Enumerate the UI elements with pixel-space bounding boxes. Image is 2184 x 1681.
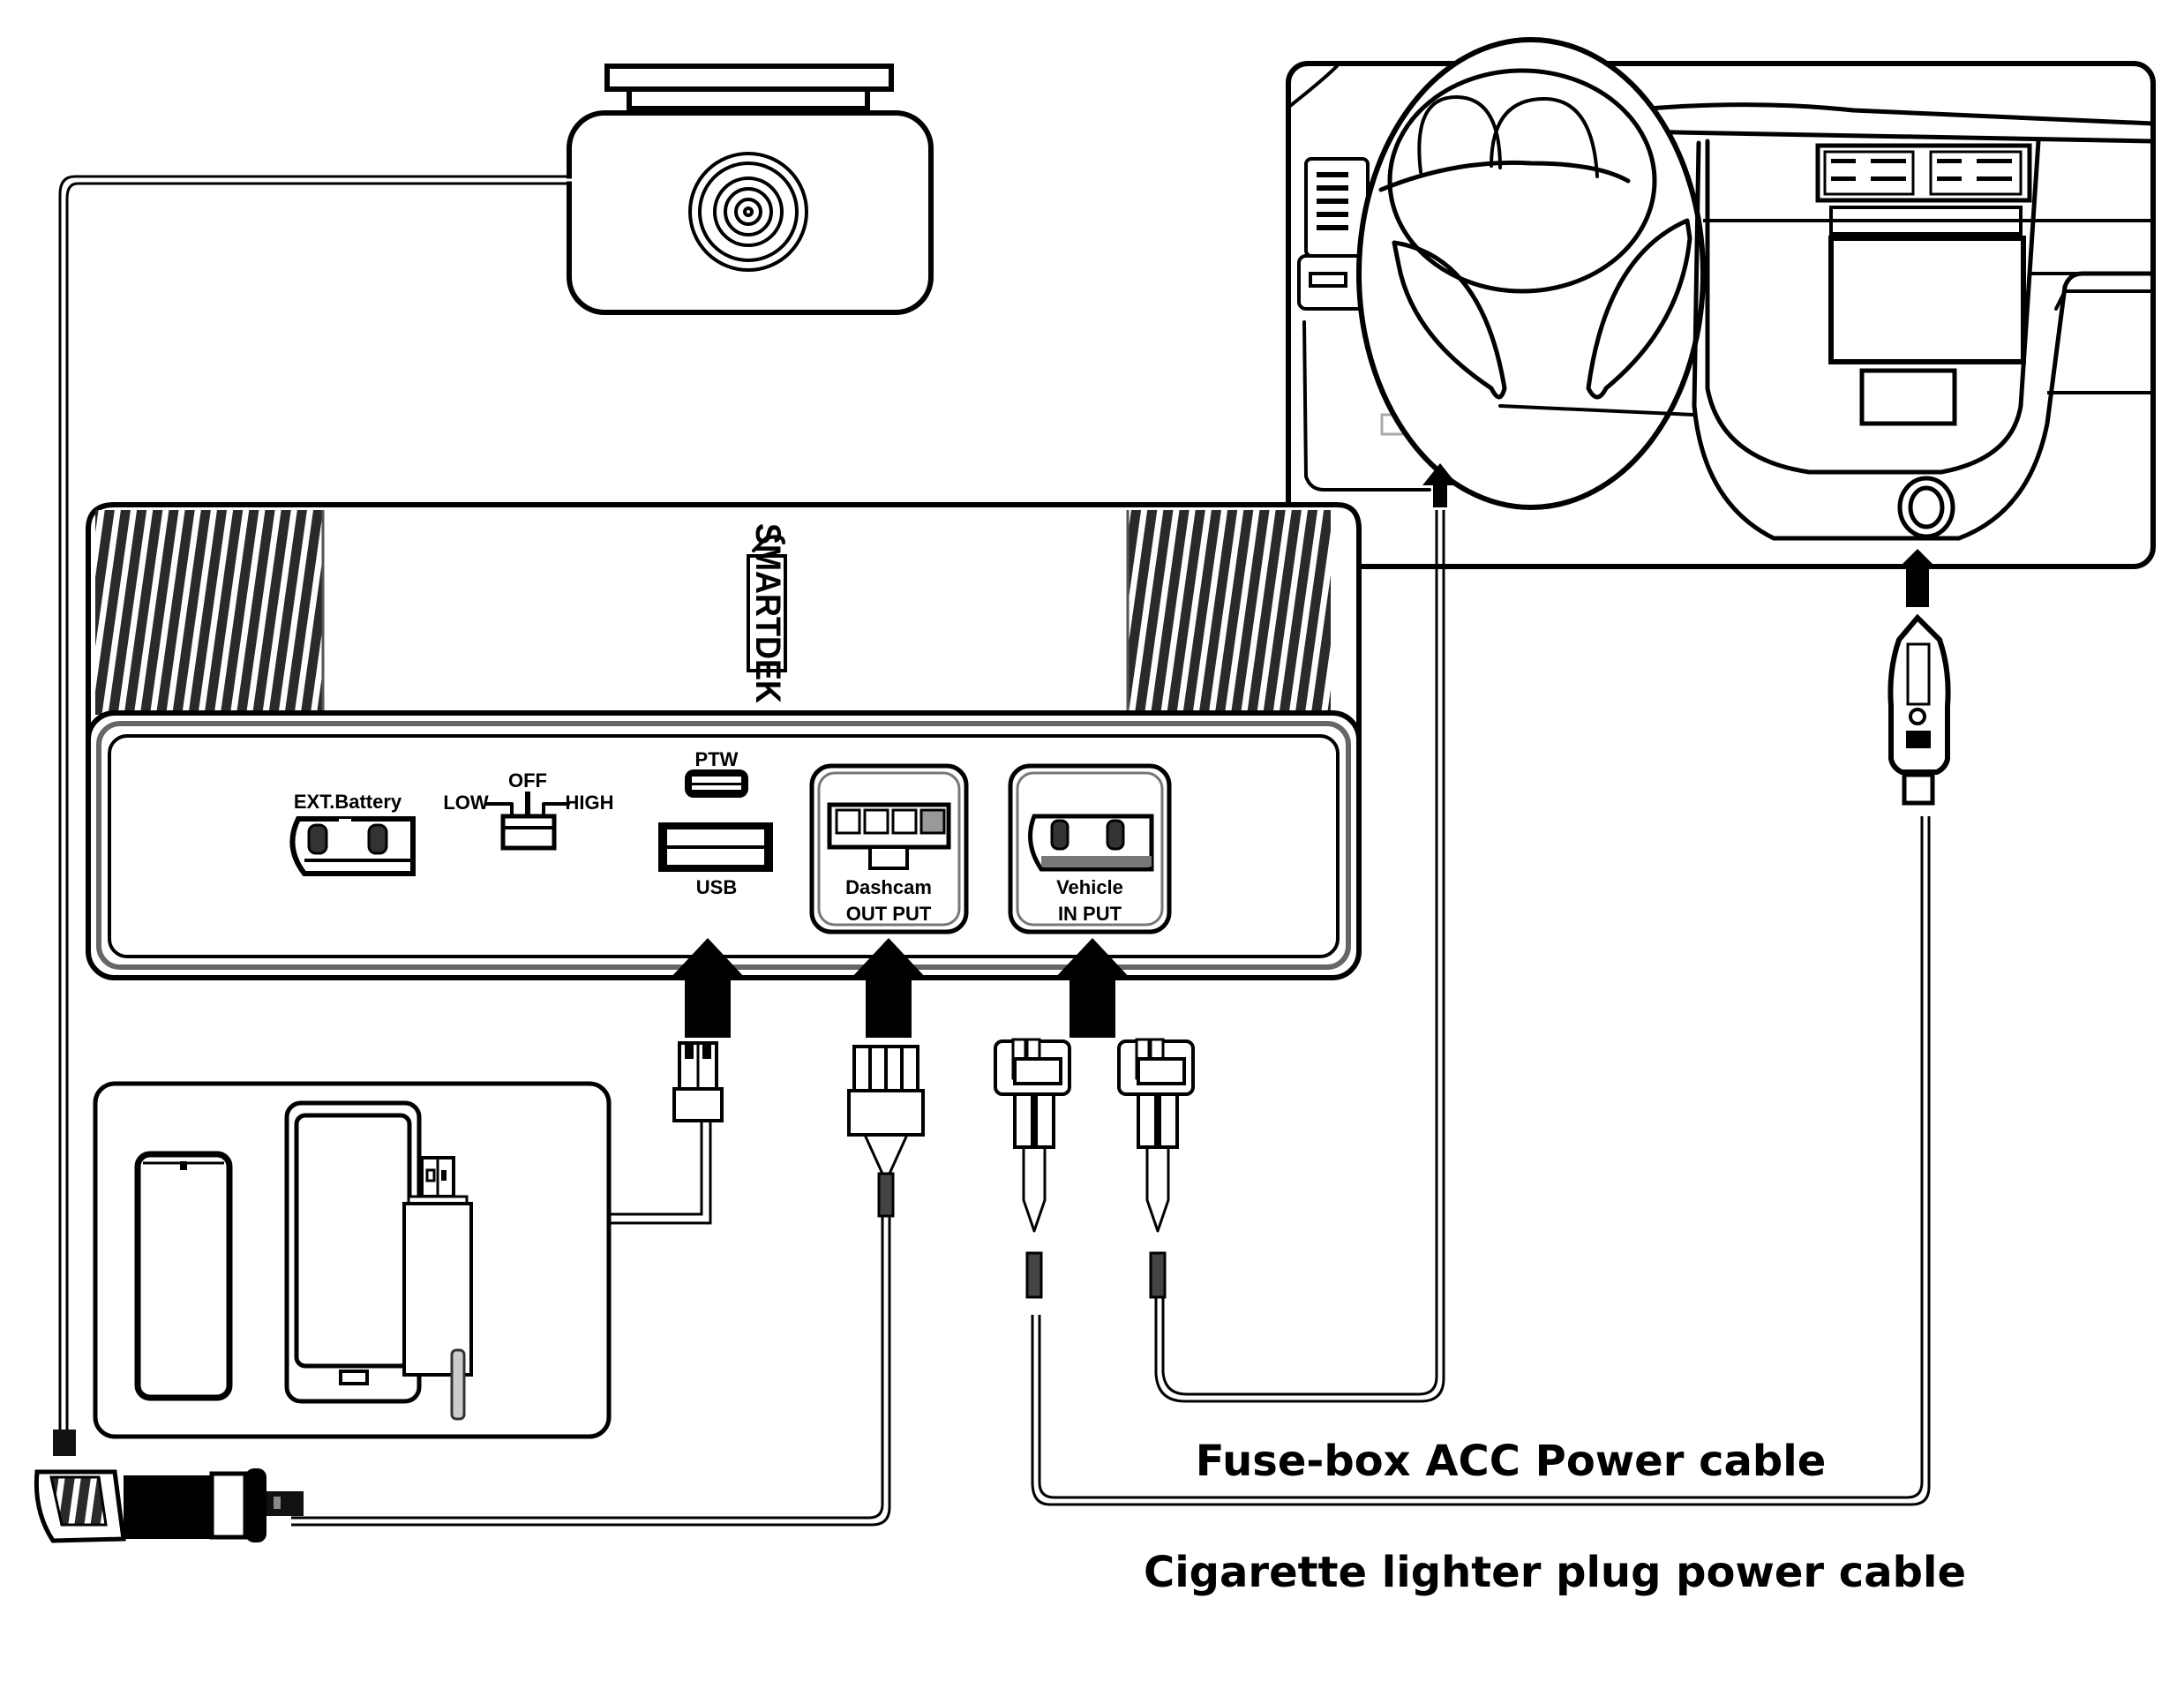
arrow-vehicle-connector <box>1054 938 1131 1038</box>
steering-wheel <box>1356 37 1706 510</box>
svg-text:PTW: PTW <box>695 748 739 770</box>
port-ext-battery: EXT.Battery <box>289 791 416 876</box>
charging-devices-panel <box>93 1081 612 1439</box>
car-lighter-socket-icon <box>1897 476 1955 539</box>
smartphone-icon <box>134 1151 233 1401</box>
svg-text:Vehicle: Vehicle <box>1056 876 1123 898</box>
device-logo: SMARTDEK <box>747 523 787 703</box>
cigarette-lighter-socket <box>34 1430 304 1543</box>
arrow-to-lighter-socket <box>1897 549 1938 607</box>
svg-text:USB: USB <box>696 876 737 898</box>
caption-cigarette-cable: Cigarette lighter plug power cable <box>1144 1548 1966 1597</box>
svg-text:HIGH: HIGH <box>566 792 614 814</box>
mode-switch[interactable]: OFF LOW HIGH <box>443 769 614 851</box>
vehicle-input-connector-fusebox <box>1117 1038 1195 1299</box>
car-dashboard <box>1286 37 2156 569</box>
caption-fusebox-cable: Fuse-box ACC Power cable <box>1196 1437 1827 1486</box>
usb-connector <box>609 1041 724 1225</box>
usb-stick-icon <box>402 1156 473 1421</box>
dashcam-cable <box>58 175 569 1438</box>
dashcam <box>567 64 934 315</box>
cigarette-plug-cable <box>1031 816 1931 1506</box>
center-screen <box>1828 236 2026 364</box>
port-usb: USB <box>658 822 773 898</box>
dashcam-mount-plate <box>604 64 894 92</box>
power-device: SMARTDEK EXT.Battery OFF LOW HIGH <box>86 502 1362 980</box>
dashcam-output-connector <box>291 1045 925 1527</box>
svg-text:SMARTDEK: SMARTDEK <box>747 523 786 703</box>
vehicle-input-connector-cigarette <box>994 1038 1071 1299</box>
arrow-to-fusebox <box>1422 463 1458 507</box>
device-grip-left <box>95 510 323 715</box>
arrow-usb-connector <box>669 938 747 1038</box>
svg-text:OUT PUT: OUT PUT <box>846 903 932 925</box>
svg-text:IN PUT: IN PUT <box>1058 903 1122 925</box>
cigarette-lighter-plug <box>1888 613 1951 806</box>
svg-text:OFF: OFF <box>508 769 547 792</box>
port-vehicle-input: Vehicle IN PUT <box>1008 763 1172 934</box>
tablet-icon <box>284 1100 422 1404</box>
svg-text:Dashcam: Dashcam <box>845 876 932 898</box>
device-grip-right <box>1128 510 1331 715</box>
port-dashcam-output: Dashcam OUT PUT <box>809 763 969 934</box>
dashcam-lens-icon <box>688 152 808 272</box>
port-type-c: PTW <box>685 748 748 798</box>
arrow-dashcam-connector <box>850 938 927 1038</box>
dashcam-mount-base <box>627 86 870 111</box>
svg-text:EXT.Battery: EXT.Battery <box>294 791 402 813</box>
fusebox-cable <box>1161 510 1438 1396</box>
svg-text:LOW: LOW <box>443 792 489 814</box>
